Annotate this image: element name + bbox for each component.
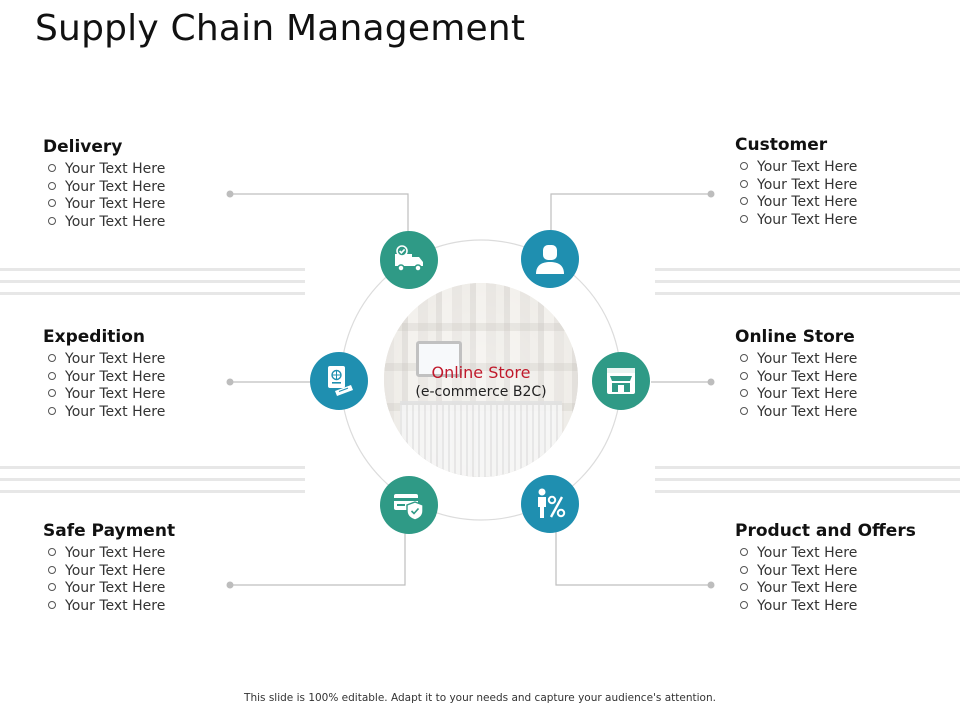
list-item: Your Text Here — [735, 212, 955, 230]
bullet-icon — [48, 181, 56, 190]
bullet-icon — [740, 197, 748, 205]
connector-safe-payment — [230, 532, 406, 586]
list-item: Your Text Here — [735, 194, 955, 212]
center-store-image — [384, 283, 578, 477]
list-item: Your Text Here — [43, 161, 263, 179]
list-item: Your Text Here — [43, 369, 263, 387]
bullet-icon — [740, 214, 748, 223]
bullet-icon — [48, 199, 56, 207]
section-product-offers: Product and Offers Your Text Here Your T… — [735, 521, 955, 615]
list-item: Your Text Here — [735, 159, 955, 177]
section-heading: Expedition — [43, 327, 146, 347]
delivery-truck-icon — [380, 231, 438, 289]
list-item: Your Text Here — [43, 214, 263, 232]
connector-dot-safe-payment — [226, 581, 234, 589]
list-item: Your Text Here — [43, 386, 263, 404]
decorative-stripes-right-top — [655, 268, 960, 308]
section-heading: Product and Offers — [735, 521, 916, 541]
section-customer: Customer Your Text Here Your Text Here Y… — [735, 135, 955, 229]
decorative-stripes-left-bottom — [0, 466, 305, 506]
connector-dot-customer — [707, 190, 715, 198]
bullet-icon — [740, 565, 748, 574]
bullet-icon — [48, 164, 56, 172]
passport-icon — [310, 352, 368, 410]
list-item: Your Text Here — [735, 177, 955, 195]
connector-product-offers — [555, 532, 711, 586]
person-percent-icon — [521, 475, 579, 533]
card-shield-icon — [380, 476, 438, 534]
list-item: Your Text Here — [43, 196, 263, 214]
bullet-icon — [48, 548, 56, 556]
list-item: Your Text Here — [43, 179, 263, 197]
list-item: Your Text Here — [735, 404, 955, 422]
bullet-icon — [48, 406, 56, 415]
section-heading: Safe Payment — [43, 521, 176, 541]
footer-note: This slide is 100% editable. Adapt it to… — [244, 692, 716, 704]
section-online-store: Online Store Your Text Here Your Text He… — [735, 327, 955, 421]
list-item: Your Text Here — [735, 563, 955, 581]
bullet-icon — [740, 600, 748, 609]
bullet-icon — [740, 179, 748, 188]
center-label: Online Store (e-commerce B2C) — [384, 363, 578, 402]
list-item: Your Text Here — [43, 580, 263, 598]
bullet-icon — [48, 216, 56, 225]
bullet-icon — [740, 371, 748, 380]
list-item: Your Text Here — [735, 369, 955, 387]
center-subtitle: (e-commerce B2C) — [415, 384, 547, 400]
connector-dot-expedition — [226, 378, 234, 386]
connector-dot-product-offers — [707, 581, 715, 589]
connector-delivery — [230, 193, 409, 232]
connector-dot-online-store — [707, 378, 715, 386]
list-item: Your Text Here — [735, 545, 955, 563]
list-item: Your Text Here — [735, 598, 955, 616]
section-delivery: Delivery Your Text Here Your Text Here Y… — [43, 137, 263, 231]
section-heading: Online Store — [735, 327, 855, 347]
user-icon — [521, 230, 579, 288]
bullet-icon — [740, 162, 748, 170]
bullet-icon — [740, 583, 748, 591]
storefront-icon — [592, 352, 650, 410]
bullet-icon — [48, 389, 56, 397]
section-safe-payment: Safe Payment Your Text Here Your Text He… — [43, 521, 263, 615]
list-item: Your Text Here — [43, 404, 263, 422]
decorative-stripes-left-top — [0, 268, 305, 308]
bullet-icon — [48, 600, 56, 609]
bullet-icon — [48, 565, 56, 574]
list-item: Your Text Here — [43, 598, 263, 616]
section-expedition: Expedition Your Text Here Your Text Here… — [43, 327, 263, 421]
connector-customer — [550, 193, 711, 232]
bullet-icon — [740, 354, 748, 362]
section-heading: Customer — [735, 135, 828, 155]
list-item: Your Text Here — [43, 351, 263, 369]
list-item: Your Text Here — [43, 563, 263, 581]
list-item: Your Text Here — [735, 351, 955, 369]
list-item: Your Text Here — [43, 545, 263, 563]
bullet-icon — [740, 389, 748, 397]
section-heading: Delivery — [43, 137, 123, 157]
decorative-stripes-right-bottom — [655, 466, 960, 506]
bullet-icon — [740, 548, 748, 556]
connector-dot-delivery — [226, 190, 234, 198]
bullet-icon — [48, 583, 56, 591]
center-title: Online Store — [431, 363, 531, 382]
list-item: Your Text Here — [735, 386, 955, 404]
bullet-icon — [48, 371, 56, 380]
page-title: Supply Chain Management — [35, 8, 526, 49]
list-item: Your Text Here — [735, 580, 955, 598]
bullet-icon — [740, 406, 748, 415]
bullet-icon — [48, 354, 56, 362]
